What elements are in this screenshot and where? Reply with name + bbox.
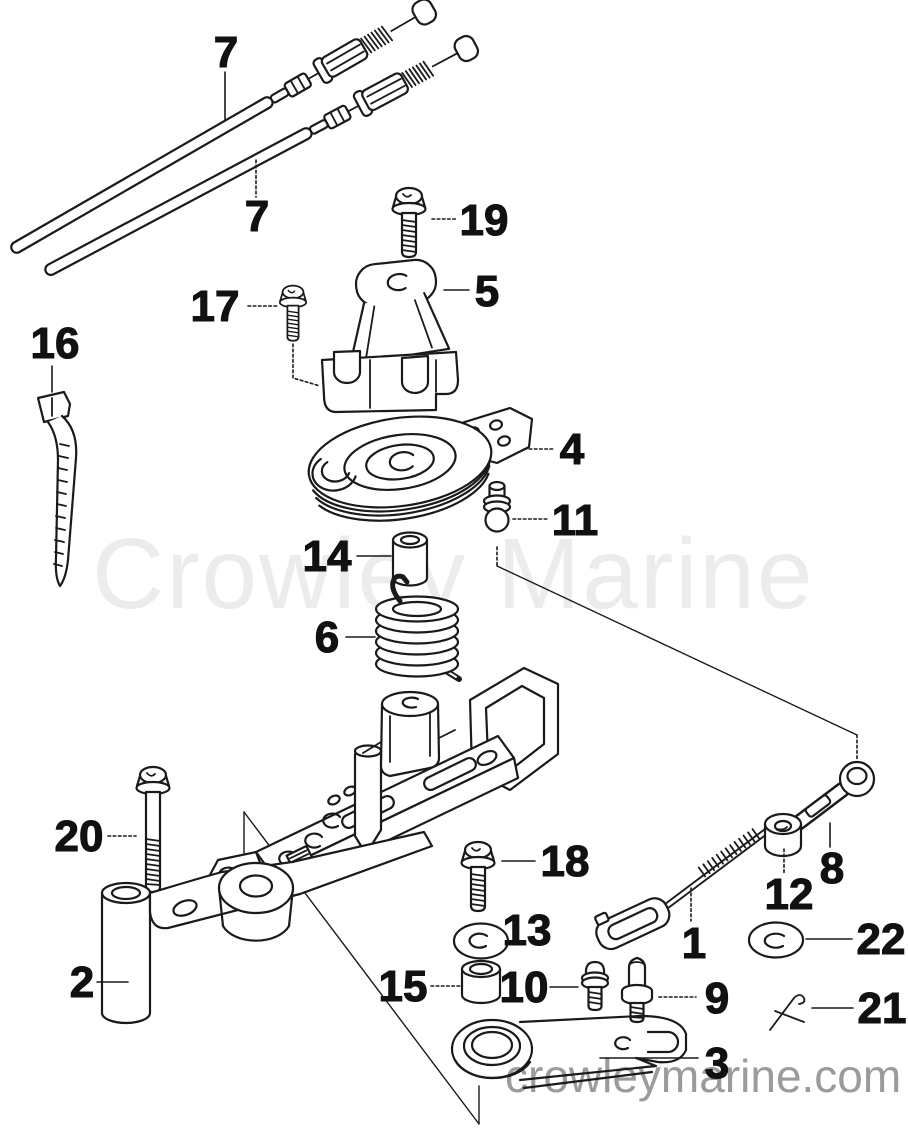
bolt-18 [460, 840, 496, 913]
callout-11: 11 [552, 496, 599, 545]
shift-arm-3 [450, 1014, 688, 1090]
callout-10: 10 [500, 963, 549, 1012]
callout-9: 9 [705, 974, 729, 1023]
bolt-19 [391, 186, 427, 259]
callout-22: 22 [857, 915, 906, 964]
callout-7-upper: 7 [214, 28, 238, 77]
callout-1: 1 [682, 919, 706, 968]
torsion-spring [374, 573, 462, 682]
cable-bracket [320, 258, 460, 414]
ball-stud-10 [580, 960, 610, 1012]
bolt-20 [135, 765, 171, 894]
nut-12 [763, 812, 803, 858]
callout-2: 2 [70, 958, 94, 1007]
callout-7-lower: 7 [245, 192, 269, 241]
callout-3: 3 [705, 1039, 729, 1088]
callout-labels: 7 7 19 5 17 16 4 11 14 6 20 18 2 13 15 1… [30, 27, 907, 1088]
cable-tie [36, 390, 78, 588]
ball-joint-11 [482, 480, 512, 533]
callout-leader-lines [51, 71, 858, 1059]
washer-22 [747, 921, 805, 959]
callout-20: 20 [55, 812, 104, 861]
stud-9 [620, 956, 654, 1024]
callout-17: 17 [191, 282, 240, 331]
watermark-bottom: crowleymarine.com [505, 1050, 901, 1102]
collar-bushing-2 [100, 881, 152, 1025]
bolt-17 [278, 284, 308, 342]
washer-13 [452, 922, 510, 960]
cable-connector-8 [789, 760, 876, 832]
link-rod-1 [594, 823, 776, 951]
callout-19: 19 [460, 196, 509, 245]
bushing-15 [460, 959, 502, 1005]
callout-4: 4 [560, 425, 585, 474]
callout-21: 21 [858, 984, 907, 1033]
callout-5: 5 [475, 267, 499, 316]
callout-12: 12 [765, 870, 814, 919]
callout-15: 15 [379, 962, 428, 1011]
callout-14: 14 [303, 532, 352, 581]
lever-arm [148, 830, 434, 942]
callout-13: 13 [503, 906, 552, 955]
callout-6: 6 [315, 613, 339, 662]
cotter-pin-21 [769, 994, 806, 1031]
callout-16: 16 [31, 319, 80, 368]
throttle-cam [307, 415, 493, 522]
callout-18: 18 [541, 837, 590, 886]
callout-8: 8 [820, 844, 844, 893]
